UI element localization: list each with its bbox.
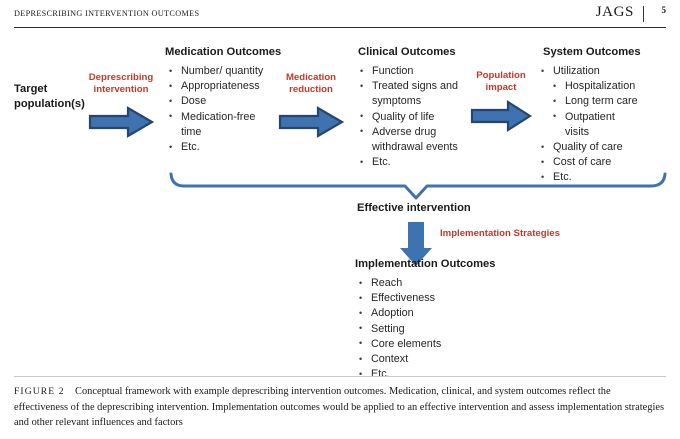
list-item: Number/ quantity	[167, 63, 327, 79]
list-item: Setting	[357, 321, 517, 337]
list-item-sub: Long term care	[539, 94, 679, 109]
list-item-sub: Hospitalization	[539, 79, 679, 94]
bullet-list-clinical-outcomes: Function Treated signs and symptoms Qual…	[358, 63, 490, 170]
edge-label-medication-reduction: Medication reduction	[274, 72, 348, 95]
bullet-list-implementation-outcomes: Reach Effectiveness Adoption Setting Cor…	[357, 275, 517, 382]
list-item: Dose	[167, 94, 327, 109]
column-title-clinical-outcomes: Clinical Outcomes	[358, 46, 456, 58]
bullet-list-system-outcomes: Utilization Hospitalization Long term ca…	[539, 63, 679, 186]
edge-label-line2: intervention	[93, 83, 149, 95]
edge-label-line1: Medication	[285, 72, 337, 83]
column-title-implementation-outcomes: Implementation Outcomes	[355, 258, 496, 270]
journal-name: JAGS	[595, 4, 634, 20]
list-item-sub-continuation: visits	[565, 125, 589, 138]
figure-caption-text: Conceptual framework with example depres…	[14, 386, 664, 428]
list-item: Function	[358, 63, 490, 79]
list-item: Quality of life	[358, 109, 490, 125]
list-item-continuation: withdrawal events	[372, 141, 458, 154]
list-item-continuation: symptoms	[372, 95, 422, 108]
list-item-sub: Outpatient	[539, 109, 679, 125]
node-target-population: Target population(s)	[14, 83, 85, 110]
list-item: Core elements	[357, 336, 517, 352]
list-item: Appropriateness	[167, 79, 327, 94]
list-item: Effectiveness	[357, 291, 517, 306]
figure-caption: FIGURE 2 Conceptual framework with examp…	[14, 384, 666, 431]
arrow-right-medication-reduction	[278, 106, 344, 138]
list-item: Etc.	[358, 155, 490, 170]
list-item: Cost of care	[539, 155, 679, 170]
arrow-right-population-impact	[470, 100, 532, 132]
column-title-medication-outcomes: Medication Outcomes	[165, 46, 282, 58]
list-item: Utilization	[539, 63, 679, 79]
list-item: Etc.	[357, 367, 517, 382]
list-item: Adverse drug	[358, 124, 490, 140]
list-item: Quality of care	[539, 140, 679, 155]
arrow-right-deprescribing	[88, 106, 154, 138]
edge-label-line2: reduction	[289, 83, 333, 95]
list-item: Etc.	[167, 140, 327, 155]
list-item: Reach	[357, 275, 517, 291]
edge-label-deprescribing-intervention: Deprescribing intervention	[82, 72, 160, 95]
list-item: Context	[357, 352, 517, 367]
edge-label-line1: Deprescribing	[88, 72, 154, 83]
column-title-system-outcomes: System Outcomes	[543, 46, 641, 58]
list-item: Adoption	[357, 306, 517, 321]
edge-label-line1: Population	[476, 70, 526, 81]
bullet-list-medication-outcomes: Number/ quantity Appropriateness Dose Me…	[167, 63, 327, 155]
arrow-down-implementation	[400, 222, 432, 266]
edge-label-line2: impact	[485, 81, 517, 93]
figure-canvas: Target population(s) Deprescribing inter…	[0, 30, 680, 382]
figure-caption-label: FIGURE 2	[14, 386, 65, 397]
running-head: DEPRESCRIBING INTERVENTION OUTCOMES JAGS…	[0, 0, 680, 30]
list-item-continuation: time	[181, 125, 202, 138]
journal-divider	[643, 6, 644, 22]
header-rule	[14, 27, 666, 29]
converging-bracket	[169, 172, 667, 200]
edge-label-implementation-strategies: Implementation Strategies	[440, 228, 560, 239]
running-head-title: DEPRESCRIBING INTERVENTION OUTCOMES	[14, 9, 200, 18]
list-item: Medication-free	[167, 109, 327, 125]
list-item: Etc.	[539, 170, 679, 185]
caption-rule	[14, 376, 666, 377]
edge-label-population-impact: Population impact	[466, 70, 536, 93]
page-number: 5	[661, 5, 667, 15]
list-item: Treated signs and	[358, 79, 490, 94]
node-effective-intervention: Effective intervention	[357, 202, 471, 214]
